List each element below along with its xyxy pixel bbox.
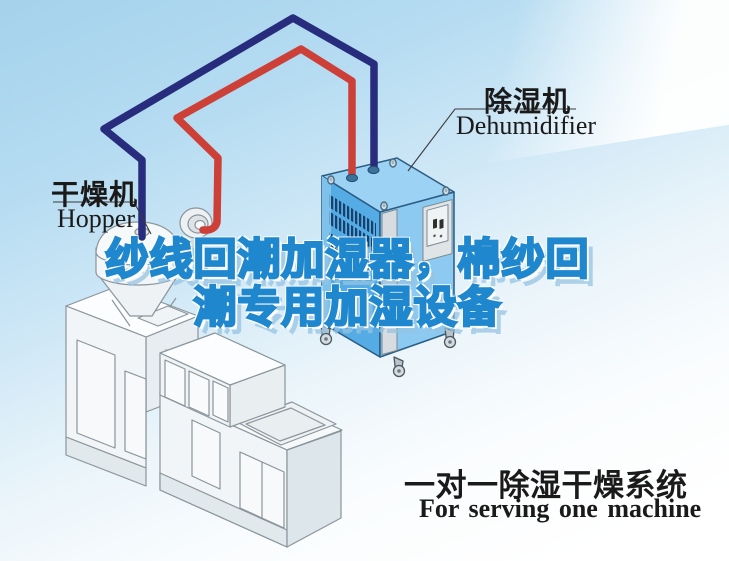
panel-indicator (439, 234, 443, 238)
caster-wheels (319, 324, 457, 378)
caption-en: For serving one machine (419, 494, 702, 523)
cabinet-edge-highlight (322, 176, 331, 328)
panel-switch (433, 218, 437, 229)
hopper-label-zh: 干燥机 (51, 179, 139, 210)
clamp-tray-inner (245, 407, 326, 442)
control-panel-inner (426, 204, 449, 247)
hopper-leg (111, 299, 131, 327)
return-air-hose-blue (100, 14, 378, 241)
headline-line-2: 潮专用加湿设备 (192, 283, 502, 333)
machine-door-panel (76, 339, 116, 449)
panel-switch (439, 218, 444, 229)
hose-port-collar (367, 165, 380, 175)
hopper-label-leader (53, 201, 152, 235)
blower-duct (172, 239, 198, 272)
cabinet-right-details (381, 199, 453, 355)
panel-indicator (433, 234, 436, 238)
hopper-dome (95, 221, 181, 266)
dehumidifier-label-leader (407, 108, 576, 172)
dehumidifier-label-en: Dehumidifier (456, 111, 597, 140)
air-hoses (100, 14, 378, 241)
machine-left-skirt (65, 436, 147, 487)
hose-port-collar (346, 173, 358, 183)
molding-machine-illustration (65, 285, 343, 548)
headline: 纱线回潮加湿器，棉纱回 潮专用加湿设备 (0, 235, 712, 333)
supply-air-hose-red (173, 45, 356, 234)
guard-window (164, 359, 186, 407)
vent-slats (329, 194, 376, 275)
headline-line-1: 纱线回潮加湿器，棉纱回 (104, 235, 590, 285)
dehumidifier-cabinet (319, 157, 457, 378)
clamp-end-face (286, 430, 342, 548)
hopper-base-flange (137, 305, 189, 327)
leader-lines (53, 108, 576, 235)
machine-door-panel (124, 370, 147, 460)
lifting-rings (327, 158, 450, 211)
door-edge-strip (381, 208, 398, 355)
caption-zh: 一对一除湿干燥系统 (404, 468, 688, 503)
dehumidifier-label-zh: 除湿机 (484, 86, 572, 117)
guard-window (188, 370, 210, 417)
clamp-door-panel (191, 419, 221, 490)
guard-window (212, 380, 229, 423)
hopper-label-en: Hopper (57, 204, 135, 233)
